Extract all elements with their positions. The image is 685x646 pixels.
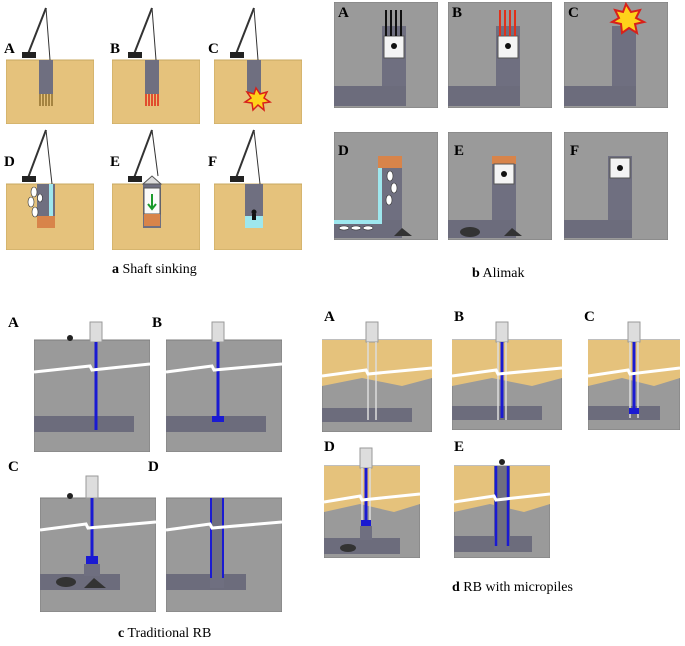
shaft-sinking-step-c: [214, 6, 302, 124]
shaft-sinking-step-a: [6, 6, 94, 124]
alimak-step-c: [564, 2, 668, 108]
panel-label: B: [152, 315, 163, 331]
alimak-step-a: [334, 2, 438, 108]
panel-label: B: [110, 41, 121, 57]
drill-rods-icon: [39, 94, 53, 106]
arrow-icon: [147, 194, 157, 211]
panel-label: C: [208, 41, 219, 57]
caption-rb-micropiles: d RB with micropiles: [452, 580, 573, 595]
caption-traditional-rb: c Traditional RB: [118, 626, 212, 641]
rb-micropiles-step-c: [588, 320, 680, 430]
traditional-rb-step-d: [166, 474, 282, 612]
worker-icon: [251, 209, 257, 220]
crane-icon: [128, 129, 159, 182]
caption-shaft-sinking: a Shaft sinking: [112, 262, 197, 277]
panel-label: A: [338, 5, 349, 21]
alimak-step-b: [448, 2, 552, 108]
alimak-step-e: [448, 132, 552, 240]
traditional-rb-step-a: [34, 320, 150, 452]
panel-label: C: [8, 459, 19, 475]
panel-label: E: [110, 154, 121, 170]
panel-label: A: [8, 315, 19, 331]
crane-icon: [128, 7, 157, 61]
panel-label: D: [4, 154, 15, 170]
panel-label: F: [570, 143, 580, 159]
crane-icon: [230, 7, 259, 61]
rb-micropiles-step-e: [454, 446, 550, 558]
panel-label: D: [338, 143, 349, 159]
panel-label: C: [568, 5, 579, 21]
panel-label: E: [454, 143, 465, 159]
shaft-sinking-step-f: [214, 128, 302, 250]
alimak-step-d: [334, 132, 438, 240]
traditional-rb-step-b: [166, 320, 282, 452]
panel-label: F: [208, 154, 218, 170]
panel-label: C: [584, 309, 595, 325]
panel-label: B: [454, 309, 465, 325]
shaft-sinking-step-d: [6, 128, 94, 250]
crane-icon: [230, 129, 261, 185]
rb-micropiles-step-b: [452, 320, 562, 430]
panel-label: D: [324, 439, 335, 455]
panel-label: A: [324, 309, 335, 325]
alimak-step-f: [564, 132, 668, 240]
charged-holes-icon: [145, 94, 159, 106]
panel-label: E: [454, 439, 465, 455]
explosion-icon: [242, 86, 273, 112]
explosion-icon: [609, 2, 647, 36]
rb-micropiles-step-d: [324, 444, 420, 558]
panel-label: A: [4, 41, 15, 57]
caption-alimak: b Alimak: [472, 266, 525, 281]
traditional-rb-step-c: [40, 474, 156, 612]
crane-icon: [22, 7, 51, 61]
panel-label: D: [148, 459, 159, 475]
shaft-sinking-step-e: [112, 128, 200, 250]
crane-icon: [22, 129, 53, 185]
panel-label: B: [452, 5, 463, 21]
rb-micropiles-step-a: [322, 320, 432, 432]
shaft-sinking-step-b: [112, 6, 200, 124]
muck-icon: [27, 186, 43, 218]
